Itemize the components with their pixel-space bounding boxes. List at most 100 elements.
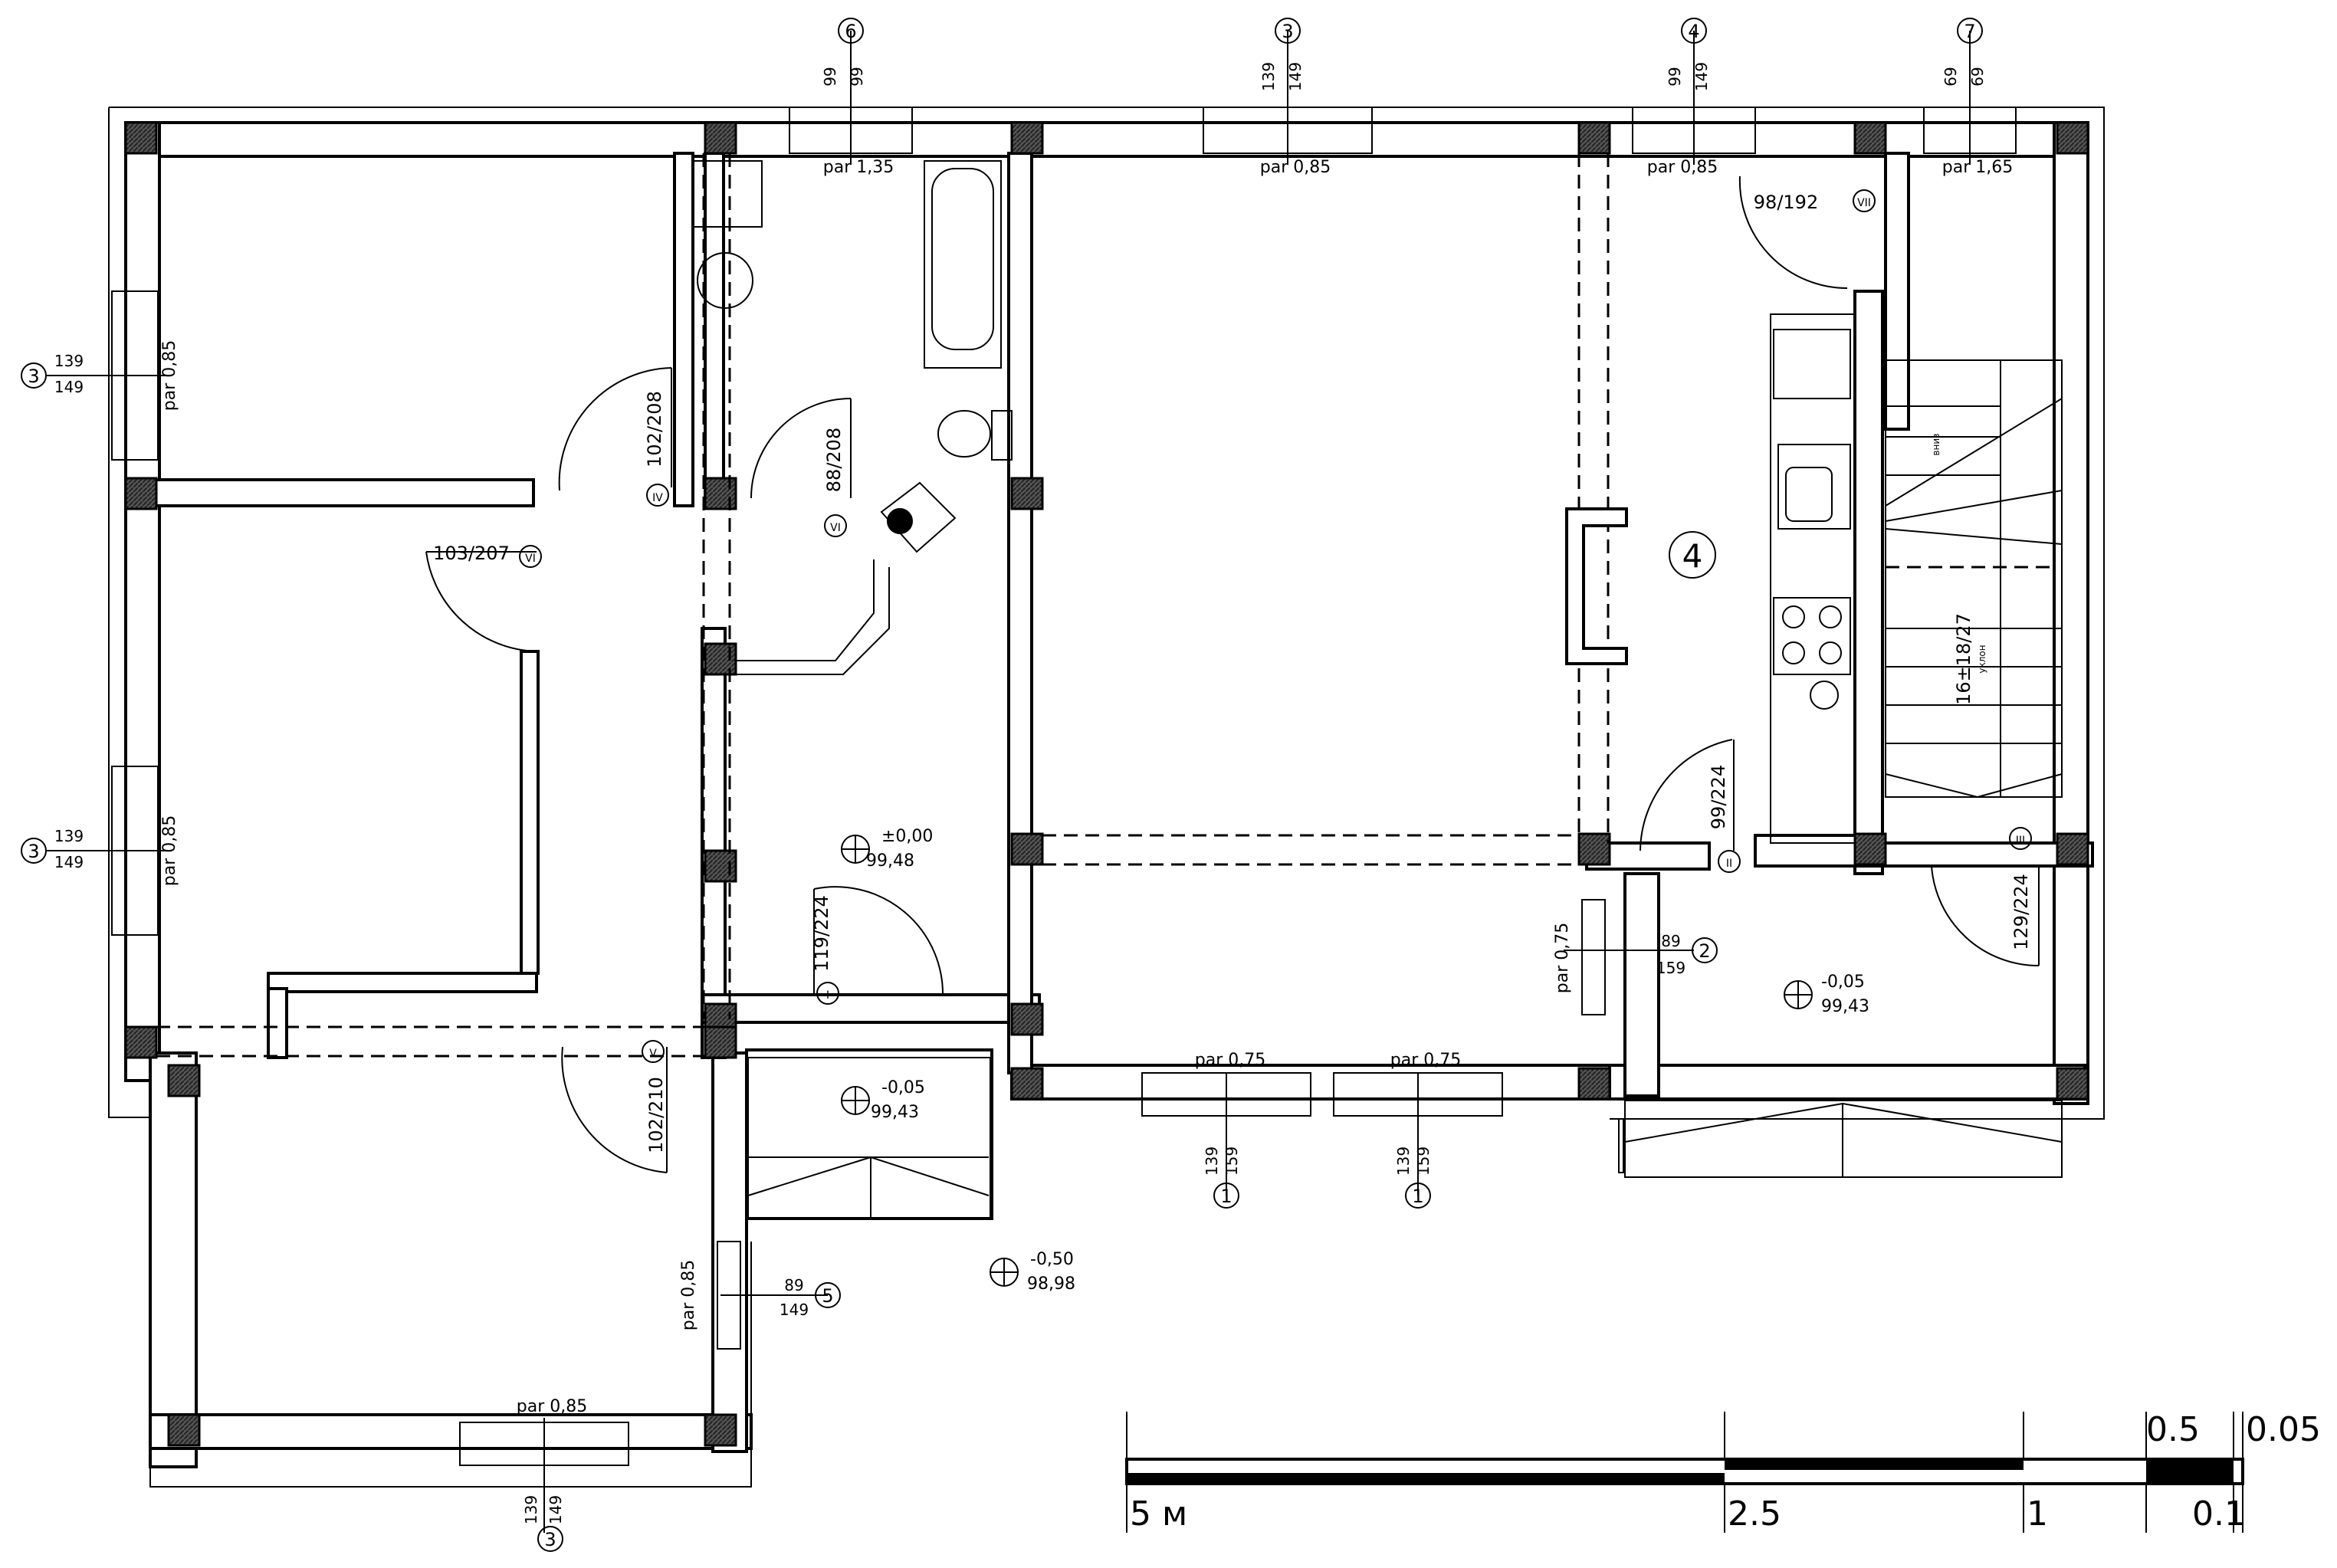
svg-text:-0,05: -0,05 [881, 1078, 925, 1097]
svg-text:par 0,75: par 0,75 [1195, 1051, 1265, 1070]
svg-text:5: 5 [822, 1285, 833, 1307]
svg-text:139: 139 [522, 1495, 540, 1524]
window-tag: 7 69 69 par 1,65 [1941, 18, 2013, 177]
svg-text:98,98: 98,98 [1027, 1274, 1075, 1294]
fireplace [1565, 507, 1628, 665]
scale-label: 0.5 [2146, 1410, 2200, 1449]
exterior-walls [124, 121, 2089, 1468]
scale-label: 1 [2027, 1494, 2048, 1534]
window-tag: 1 139 159 par 0,75 [1390, 1051, 1461, 1209]
door: 103/207 VI [425, 543, 542, 652]
svg-text:159: 159 [1414, 1146, 1433, 1176]
room-number-tag: 4 [1669, 531, 1716, 579]
door: 99/224 II [1640, 739, 1741, 873]
svg-text:I: I [826, 989, 829, 1002]
bathroom-fixtures [692, 160, 1013, 675]
svg-text:69: 69 [1968, 67, 1987, 86]
scale-label: 0.05 [2246, 1410, 2321, 1449]
svg-text:par 0,75: par 0,75 [1553, 923, 1572, 993]
scale-label: 5 м [1130, 1494, 1187, 1534]
svg-text:6: 6 [845, 21, 856, 42]
beam-lines [156, 153, 2054, 1058]
svg-text:99: 99 [848, 67, 866, 86]
svg-text:par 0,85: par 0,85 [517, 1397, 587, 1416]
window-tag: 3 139 149 par 0,85 [21, 340, 179, 411]
svg-text:119/224: 119/224 [811, 895, 832, 972]
svg-text:99: 99 [1666, 67, 1684, 86]
svg-text:par 0,75: par 0,75 [1390, 1051, 1461, 1070]
svg-text:149: 149 [54, 378, 84, 396]
window-tag: 4 99 149 par 0,85 [1647, 18, 1718, 177]
svg-text:-0,50: -0,50 [1030, 1250, 1074, 1269]
svg-text:139: 139 [54, 827, 84, 845]
staircase [1885, 359, 2063, 798]
svg-text:99,43: 99,43 [1821, 997, 1869, 1016]
svg-text:V: V [649, 1048, 657, 1060]
svg-text:VI: VI [830, 522, 841, 534]
svg-text:98/192: 98/192 [1754, 192, 1818, 213]
window-tag: 5 89 149 par 0,85 [679, 1260, 841, 1330]
svg-text:par 0,85: par 0,85 [679, 1260, 698, 1330]
svg-text:149: 149 [1286, 62, 1305, 91]
svg-text:±0,00: ±0,00 [881, 827, 933, 846]
svg-text:3: 3 [28, 366, 39, 387]
stair-direction: уклон [1977, 645, 1987, 673]
door: 98/192 VII [1738, 175, 1876, 290]
svg-text:159: 159 [1656, 959, 1685, 977]
kitchen-counter [1770, 313, 1856, 844]
window-tag: 3 139 149 par 0,85 [21, 815, 179, 886]
svg-text:149: 149 [780, 1301, 809, 1319]
svg-text:par 0,85: par 0,85 [160, 340, 179, 411]
scale-label: 2.5 [1728, 1494, 1781, 1534]
scale-label: 0.1 [2192, 1494, 2246, 1534]
door: 88/208 VI [750, 398, 852, 537]
doors: 102/208 IV 88/208 VI 103/207 VI 98/192 V… [425, 175, 2040, 1173]
svg-text:II: II [1726, 858, 1732, 870]
level-marker: ±0,00 99,48 [841, 827, 933, 871]
svg-text:3: 3 [544, 1529, 556, 1550]
door: 119/224 I [811, 886, 944, 1005]
svg-text:149: 149 [1692, 62, 1711, 91]
svg-text:99: 99 [821, 67, 839, 86]
svg-text:159: 159 [1223, 1146, 1241, 1176]
level-marker: -0,05 99,43 [1784, 973, 1869, 1016]
window-tag: 2 89 159 par 0,75 [1553, 923, 1718, 993]
entrance-steps [747, 1057, 2063, 1219]
door: 129/224 III [1931, 827, 2040, 967]
svg-text:139: 139 [54, 352, 84, 370]
structural-columns [124, 121, 2089, 1447]
interior-walls [149, 152, 2094, 1220]
door: 102/208 IV [558, 367, 672, 507]
svg-text:3: 3 [28, 841, 39, 862]
svg-text:89: 89 [784, 1276, 803, 1294]
level-markers: ±0,00 99,48 -0,05 99,43 -0,05 99,43 -0,5… [841, 827, 1869, 1294]
svg-text:3: 3 [1282, 21, 1293, 42]
svg-text:139: 139 [1259, 62, 1278, 91]
svg-text:99,43: 99,43 [871, 1103, 919, 1122]
level-marker: -0,50 98,98 [990, 1250, 1075, 1294]
svg-text:par 0,85: par 0,85 [1260, 158, 1331, 177]
scale-bar: 0.5 0.05 5 м 2.5 1 0.1 [1125, 1410, 2321, 1534]
svg-text:99,48: 99,48 [866, 851, 914, 871]
door: 102/210 V [561, 1040, 668, 1173]
svg-text:-0,05: -0,05 [1821, 973, 1865, 992]
svg-text:4: 4 [1682, 537, 1703, 575]
window-tag: 3 139 149 par 0,85 [1259, 18, 1331, 177]
svg-text:89: 89 [1661, 932, 1680, 950]
svg-text:129/224: 129/224 [2010, 874, 2032, 950]
svg-text:139: 139 [1203, 1146, 1221, 1176]
svg-text:69: 69 [1941, 67, 1960, 86]
svg-text:par 1,65: par 1,65 [1942, 158, 2013, 177]
svg-text:1: 1 [1220, 1186, 1232, 1207]
svg-text:VII: VII [1857, 197, 1871, 209]
level-marker: -0,05 99,43 [841, 1078, 925, 1122]
svg-text:149: 149 [547, 1495, 565, 1524]
svg-text:2: 2 [1699, 940, 1710, 962]
svg-text:102/210: 102/210 [645, 1077, 667, 1153]
svg-text:99/224: 99/224 [1708, 765, 1729, 829]
svg-text:103/207: 103/207 [433, 543, 510, 564]
svg-text:7: 7 [1964, 21, 1975, 42]
window-tags: 6 99 99 par 1,35 3 139 149 par 0,85 4 99… [21, 18, 2013, 1552]
svg-text:102/208: 102/208 [644, 391, 665, 467]
